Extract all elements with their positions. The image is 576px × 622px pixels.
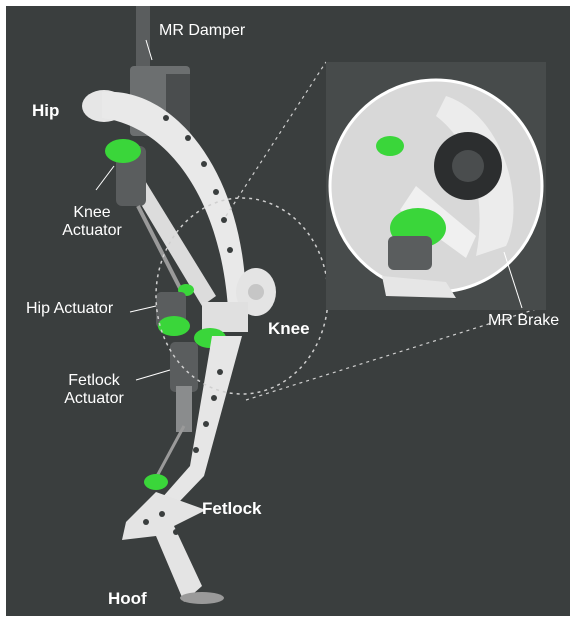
mr-brake-label: MR Brake [488, 312, 559, 330]
hoof-pad [180, 592, 224, 604]
knee-actuator-label: Knee Actuator [52, 204, 132, 240]
fetlock-label: Fetlock [202, 500, 262, 518]
hip-actuator [156, 284, 194, 336]
knee-actuator-label-line1: Knee [52, 204, 132, 222]
pastern [122, 492, 206, 602]
diagram-canvas: MR Damper Hip Knee Actuator Hip Actuator… [6, 6, 570, 616]
hip-actuator-label: Hip Actuator [26, 300, 113, 318]
fetlock-actuator-label: Fetlock Actuator [54, 372, 134, 408]
knee-label: Knee [268, 320, 310, 338]
fetlock-actuator-label-line1: Fetlock [54, 372, 134, 390]
zoom-inset [326, 62, 546, 310]
fetlock-actuator-label-line2: Actuator [54, 390, 134, 408]
knee-actuator-label-line2: Actuator [52, 222, 132, 240]
hoof-label: Hoof [108, 590, 147, 608]
mr-damper-label: MR Damper [159, 22, 245, 40]
hip-label: Hip [32, 102, 59, 120]
